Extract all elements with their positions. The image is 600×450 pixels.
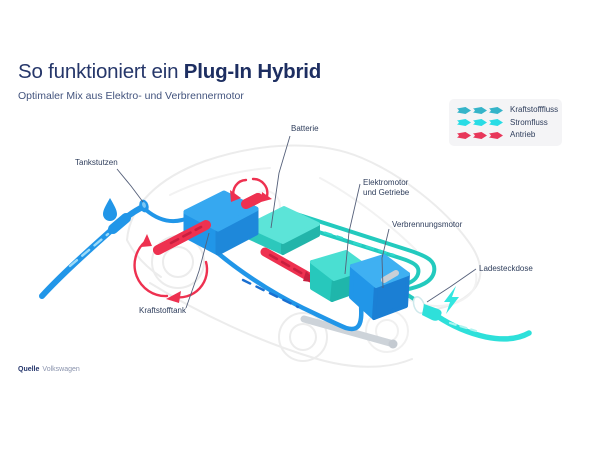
charge-port (412, 286, 532, 342)
label-verbrennungsmotor: Verbrennungsmotor (392, 220, 463, 229)
page-title: So funktioniert ein Plug-In Hybrid (18, 60, 321, 84)
leader-ladesteckdose (426, 268, 477, 303)
lightning-bolt-icon (444, 286, 459, 314)
legend-label: Kraftstofffluss (510, 105, 559, 114)
fuel-flow-dashes (68, 232, 110, 268)
legend-label: Stromfluss (510, 117, 548, 127)
engine-shaft-stub (381, 270, 399, 283)
fuel-line-underbody (210, 246, 365, 332)
combustion-engine-box (349, 254, 410, 320)
leader-lines (116, 135, 477, 309)
legend-item-kraftstofffluss: Kraftstofffluss (457, 106, 558, 114)
source-prefix: Quelle (18, 366, 40, 373)
title-regular: So funktioniert ein (18, 60, 184, 83)
legend-label: Antrieb (510, 130, 536, 139)
leader-elektromotor (344, 183, 361, 275)
battery-box (246, 206, 320, 255)
leader-verbrennungsmotor (381, 228, 390, 289)
label-ladesteckdose: Ladesteckdose (479, 264, 533, 273)
droplet-icon (103, 198, 117, 221)
legend-item-stromfluss: Stromfluss (457, 117, 554, 127)
drive-arrows (133, 177, 272, 303)
power-flow-dashes (352, 241, 396, 257)
charge-flow-dashes (448, 321, 478, 333)
label-tankstutzen: Tankstutzen (75, 158, 118, 167)
fuel-tank-box (183, 190, 259, 256)
fuel-nozzle (108, 213, 131, 234)
source-name: Volkswagen (42, 366, 80, 373)
label-batterie: Batterie (291, 124, 319, 133)
dashed-arrow-icon (457, 131, 503, 139)
label-kraftstofftank: Kraftstofftank (139, 306, 186, 315)
charge-flap (412, 296, 426, 314)
title-bold: Plug-In Hybrid (183, 60, 322, 83)
front-axle (300, 315, 398, 349)
page-subtitle: Optimaler Mix aus Elektro- und Verbrenne… (18, 90, 244, 102)
rear-axle-front-segment (153, 193, 263, 255)
legend: Kraftstofffluss Stromfluss Antrieb (449, 99, 562, 146)
leader-kraftstofftank (185, 232, 210, 309)
dashed-arrow-icon (457, 106, 503, 114)
dashed-arrow-icon (457, 119, 503, 126)
leader-batterie (270, 135, 291, 229)
label-elektromotor-line2: und Getriebe (363, 188, 410, 197)
label-elektromotor-line1: Elektromotor (363, 178, 409, 187)
legend-item-antrieb: Antrieb (457, 131, 554, 139)
charge-cable (434, 313, 532, 342)
leader-tankstutzen (116, 168, 144, 203)
